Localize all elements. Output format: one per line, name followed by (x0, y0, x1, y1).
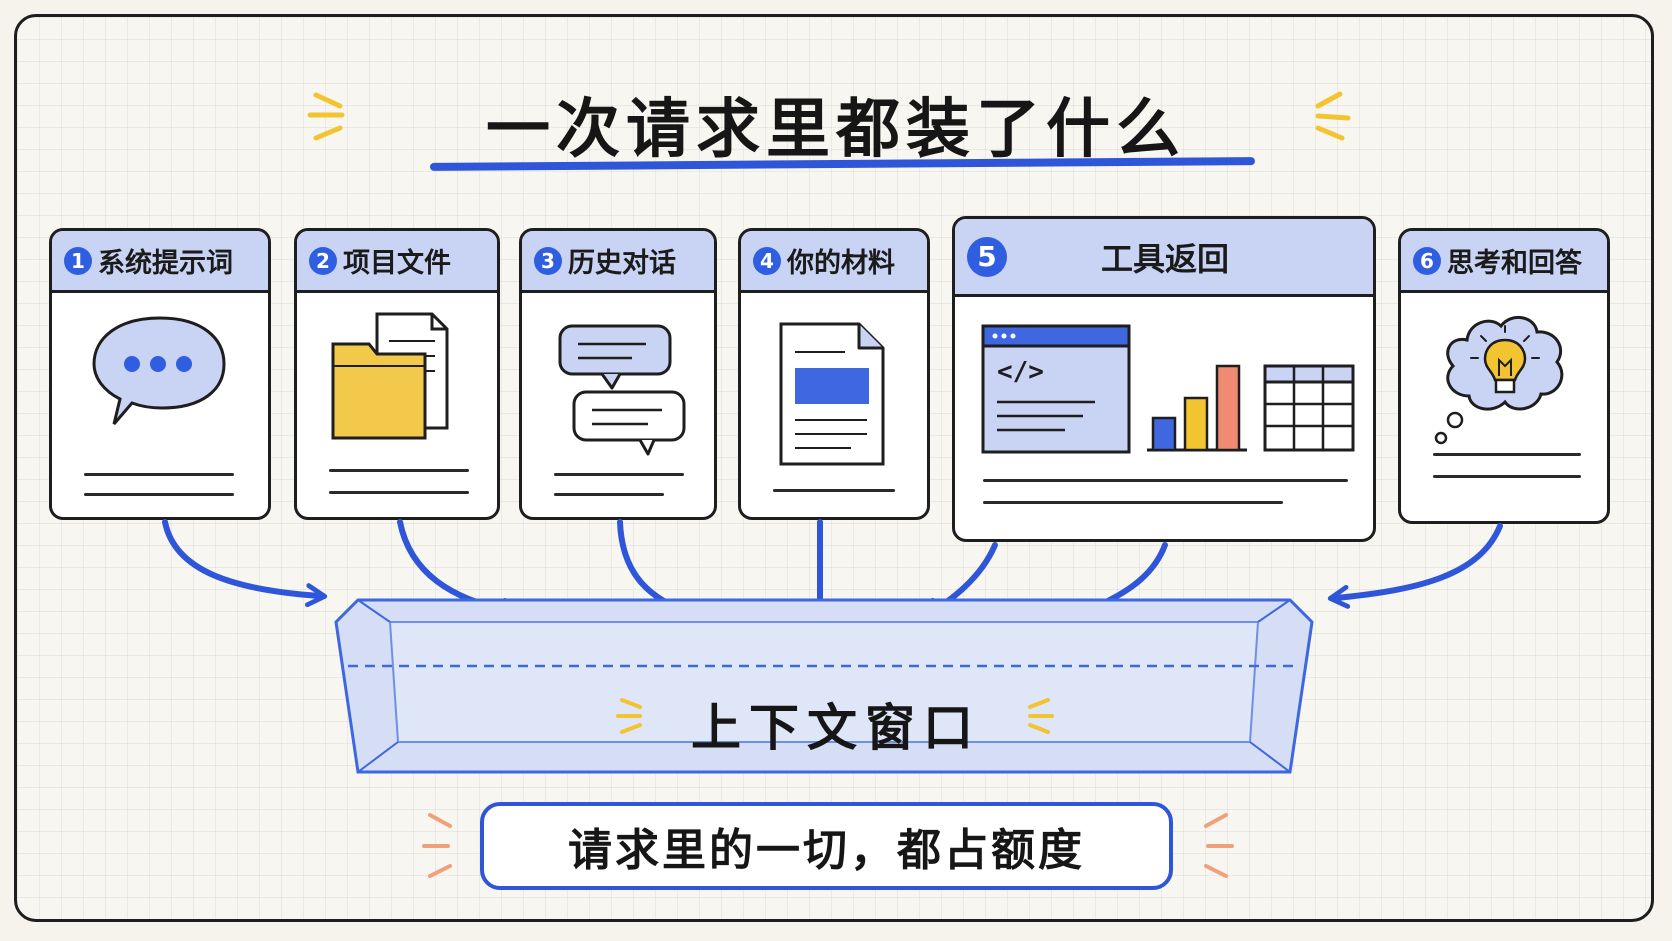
container-sparkles (616, 698, 1054, 734)
card-label: 系统提示词 (98, 248, 233, 279)
card-label: 项目文件 (343, 248, 451, 279)
card-header: 2 项目文件 (297, 231, 497, 293)
card-system-prompt: 1 系统提示词 (49, 228, 271, 520)
card-header: 3 历史对话 (522, 231, 714, 293)
page-title: 一次请求里都装了什么 (486, 93, 1186, 167)
text-line (983, 479, 1348, 482)
text-line (773, 489, 895, 492)
card-label: 思考和回答 (1447, 248, 1582, 279)
note-sparkles (422, 813, 1234, 878)
card-header: 4 你的材料 (741, 231, 927, 293)
lightbulb-thought-icon (1434, 316, 1564, 445)
step-badge: 6 (1413, 246, 1441, 275)
chat-history-icon (558, 324, 686, 456)
card-chat-history: 3 历史对话 (519, 228, 717, 520)
arrow-1 (162, 519, 328, 608)
text-line (1433, 475, 1581, 478)
context-window-label: 上下文窗口 (691, 699, 981, 757)
text-line (554, 473, 684, 476)
card-project-files: 2 项目文件 (294, 228, 500, 520)
card-thinking-answer: 6 思考和回答 (1398, 228, 1610, 524)
text-line (84, 493, 234, 496)
step-badge: 5 (967, 236, 1007, 277)
card-header: 5 工具返回 (955, 219, 1373, 297)
card-header: 1 系统提示词 (52, 231, 268, 293)
quota-note: 请求里的一切，都占额度 (480, 802, 1173, 890)
card-tool-output: 5 工具返回 </> (952, 216, 1376, 542)
step-badge: 3 (534, 246, 562, 275)
text-line (554, 493, 664, 496)
tool-output-icon: </> (981, 324, 1355, 454)
card-label: 历史对话 (568, 248, 676, 279)
card-header: 6 思考和回答 (1401, 231, 1607, 293)
text-line (1433, 453, 1581, 456)
speech-bubble-icon (92, 316, 226, 425)
card-label: 你的材料 (787, 248, 895, 279)
text-line (329, 469, 469, 472)
text-line (329, 491, 469, 494)
quota-note-text: 请求里的一切，都占额度 (568, 825, 1085, 876)
folder-icon (331, 312, 449, 440)
step-badge: 2 (309, 246, 337, 275)
step-badge: 1 (64, 246, 92, 275)
svg-text:</>: </> (997, 357, 1044, 387)
card-label: 工具返回 (1100, 239, 1229, 278)
step-badge: 4 (753, 246, 781, 275)
card-your-materials: 4 你的材料 (738, 228, 930, 520)
text-line (84, 473, 234, 476)
context-window-tray (334, 598, 1314, 774)
text-line (983, 501, 1283, 504)
arrow-6 (1327, 523, 1503, 609)
document-icon (779, 322, 885, 466)
